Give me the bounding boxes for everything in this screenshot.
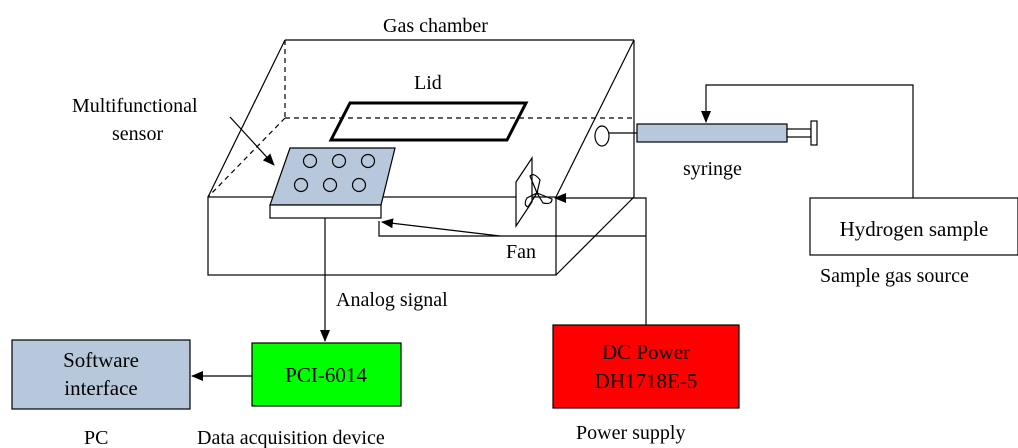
power-supply-label: Power supply — [576, 422, 685, 444]
software-interface-box — [11, 339, 191, 410]
syringe-label: syringe — [683, 158, 742, 180]
dc-power-label-line2: DH1718E-5 — [595, 369, 698, 393]
fan — [515, 156, 553, 228]
hydrogen-sample-box — [809, 197, 1018, 256]
syringe — [594, 120, 818, 147]
dc-power-box — [552, 324, 740, 409]
daq-label: Data acquisition device — [197, 427, 385, 448]
pci-6014-label: PCI-6014 — [285, 363, 367, 387]
pci-6014-box — [251, 342, 402, 407]
gas-chamber-label: Gas chamber — [383, 15, 488, 37]
sensor-label-line2: sensor — [112, 123, 163, 145]
fan-label: Fan — [506, 241, 536, 263]
sensor-power-arrow — [381, 218, 501, 237]
pc-label: PC — [84, 427, 108, 448]
fan-power-arrow — [554, 193, 647, 325]
sensor-pointer-arrow — [229, 116, 275, 166]
software-label-line2: interface — [64, 376, 137, 400]
sensor-power-line — [378, 221, 646, 237]
hydrogen-sample-label: Hydrogen sample — [840, 217, 989, 241]
sample-gas-source-label: Sample gas source — [820, 265, 969, 287]
software-label-line1: Software — [63, 348, 139, 372]
sensor-label-line1: Multifunctional — [72, 95, 198, 117]
gas-feed-arrow — [701, 84, 914, 198]
analog-signal-label: Analog signal — [336, 289, 448, 311]
lid-label: Lid — [414, 72, 442, 94]
multifunctional-sensor — [269, 147, 396, 219]
lid — [328, 101, 529, 142]
dc-power-label-line1: DC Power — [602, 340, 690, 364]
